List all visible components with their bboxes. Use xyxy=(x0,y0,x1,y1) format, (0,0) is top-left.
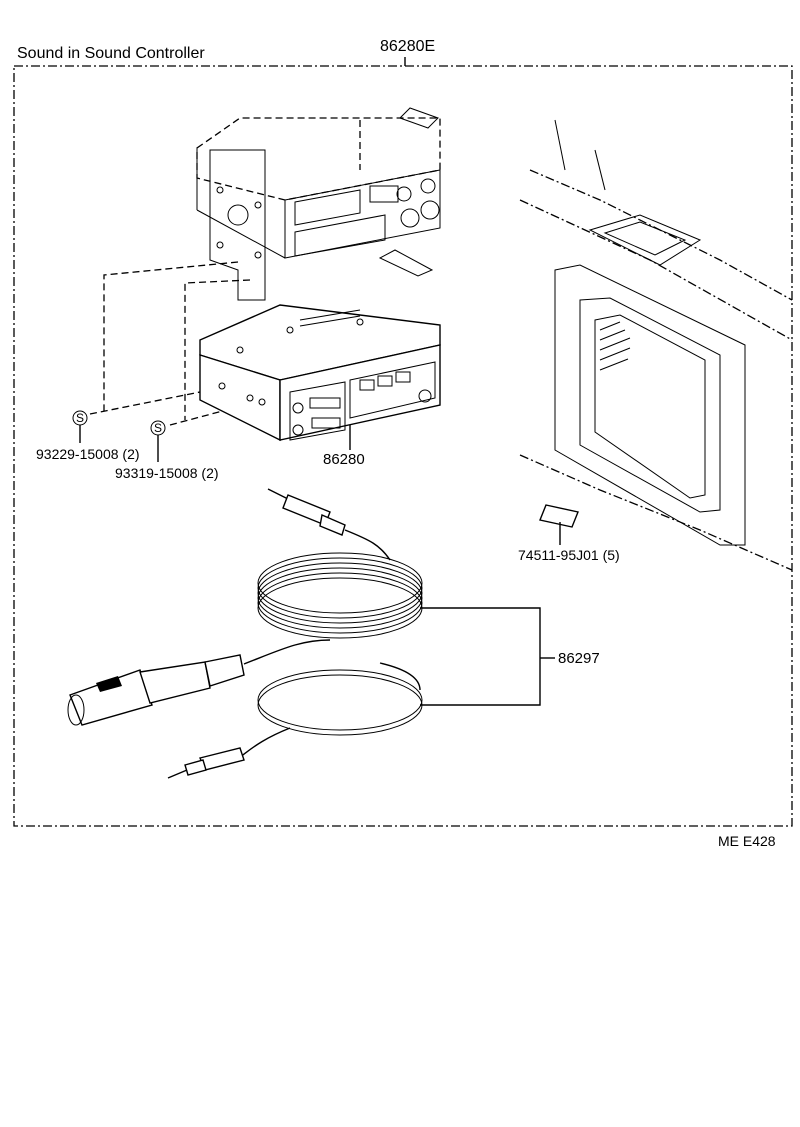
screw-symbol-2-letter: S xyxy=(154,421,163,435)
part-label-74511: 74511-95J01 (5) xyxy=(518,547,620,563)
screw-symbol-1-letter: S xyxy=(76,411,85,425)
cable-assembly xyxy=(67,488,555,779)
assembly-number-label: 86280E xyxy=(380,38,436,55)
diagram-title: Sound in Sound Controller xyxy=(17,45,205,62)
controller-unit xyxy=(199,304,441,450)
assembly-border xyxy=(13,57,793,827)
screw-symbol-2 xyxy=(150,420,166,462)
part-label-86280: 86280 xyxy=(323,451,365,468)
vehicle-radio-outline xyxy=(196,107,441,301)
part-label-93319: 93319-15008 (2) xyxy=(115,465,219,481)
screw-leader-lines xyxy=(89,261,251,426)
label-plate xyxy=(539,504,579,545)
part-label-86297: 86297 xyxy=(558,650,600,667)
screw-symbol-1 xyxy=(72,410,88,443)
vehicle-panel-outline xyxy=(519,119,793,571)
footer-code: ME E428 xyxy=(718,833,776,849)
part-label-93229: 93229-15008 (2) xyxy=(36,446,140,462)
